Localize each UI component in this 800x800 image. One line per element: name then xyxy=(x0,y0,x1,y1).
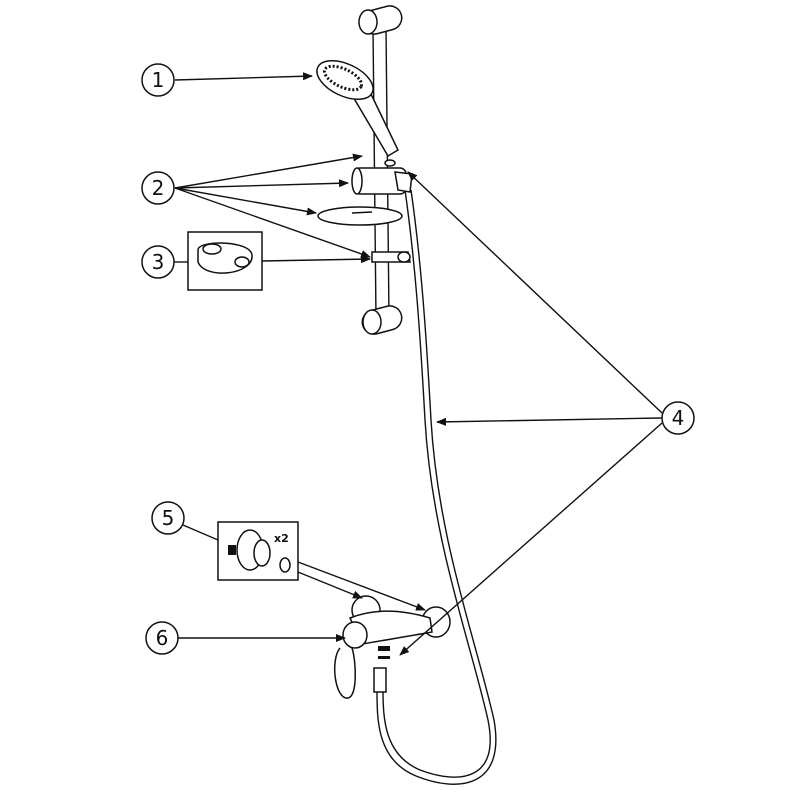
svg-text:2: 2 xyxy=(152,176,165,200)
callout-4: 4 xyxy=(661,401,695,435)
mixer-valve xyxy=(333,595,451,699)
svg-text:1: 1 xyxy=(152,68,165,92)
hand-shower xyxy=(316,59,399,158)
hose-ring xyxy=(371,251,411,263)
svg-text:4: 4 xyxy=(672,406,685,430)
soap-dish xyxy=(317,206,403,226)
quantity-label: x2 xyxy=(274,532,289,545)
leader-lines xyxy=(174,72,663,656)
callout-1: 1 xyxy=(141,63,175,97)
svg-text:3: 3 xyxy=(152,250,165,274)
slider-bracket xyxy=(351,159,413,195)
riser-rail xyxy=(358,5,403,335)
svg-text:5: 5 xyxy=(162,506,175,530)
callout-5: 5 xyxy=(151,501,185,535)
wall-fittings-inset: x2 xyxy=(217,521,299,581)
hose xyxy=(373,189,497,785)
svg-text:6: 6 xyxy=(156,626,169,650)
callout-2: 2 xyxy=(141,171,175,205)
hose-nut xyxy=(373,667,387,693)
callout-6: 6 xyxy=(145,621,179,655)
hose-ring-inset xyxy=(187,231,263,291)
callout-3: 3 xyxy=(141,245,175,279)
